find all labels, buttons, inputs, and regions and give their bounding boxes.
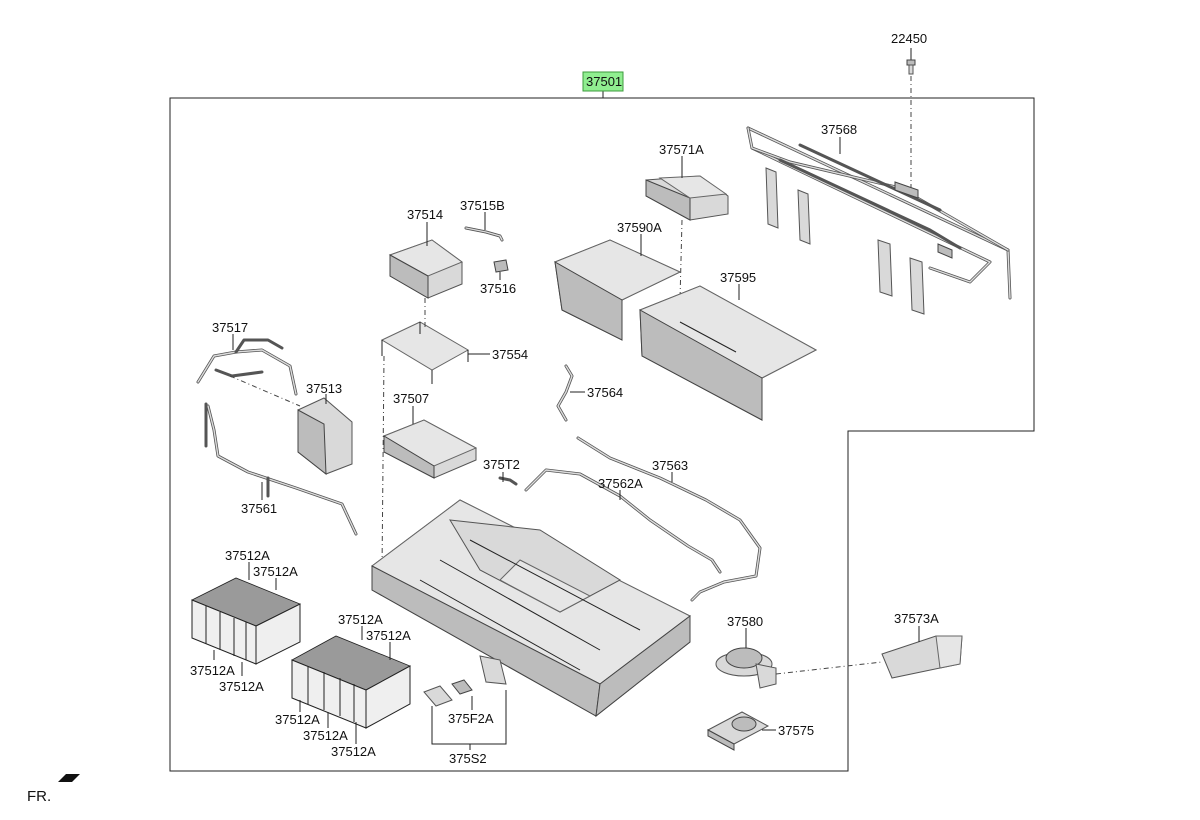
label-37512A-1[interactable]: 37512A bbox=[225, 548, 270, 563]
label-37512A-4[interactable]: 37512A bbox=[219, 679, 264, 694]
label-37590A[interactable]: 37590A bbox=[617, 220, 662, 235]
label-37568[interactable]: 37568 bbox=[821, 122, 857, 137]
label-37512A-7[interactable]: 37512A bbox=[275, 712, 320, 727]
part-37575 bbox=[706, 711, 770, 751]
part-37564-connector bbox=[556, 364, 574, 422]
part-37554-bracket bbox=[380, 321, 470, 384]
label-37571A[interactable]: 37571A bbox=[659, 142, 704, 157]
label-37562A[interactable]: 37562A bbox=[598, 476, 643, 491]
part-37562A-cable bbox=[524, 468, 722, 574]
label-37595[interactable]: 37595 bbox=[720, 270, 756, 285]
part-37515B bbox=[464, 226, 504, 242]
battery-tray bbox=[371, 499, 691, 718]
label-37563[interactable]: 37563 bbox=[652, 458, 688, 473]
part-37516 bbox=[493, 259, 509, 273]
label-37512A-8[interactable]: 37512A bbox=[303, 728, 348, 743]
part-37514-module bbox=[388, 239, 464, 299]
label-375S2[interactable]: 375S2 bbox=[449, 751, 487, 766]
label-37573A[interactable]: 37573A bbox=[894, 611, 939, 626]
front-direction-arrow-icon bbox=[58, 774, 80, 782]
part-37580 bbox=[715, 647, 777, 689]
label-37514[interactable]: 37514 bbox=[407, 207, 443, 222]
part-37568-frame bbox=[746, 126, 1012, 315]
part-37517-harness bbox=[196, 338, 298, 396]
label-37554[interactable]: 37554 bbox=[492, 347, 528, 362]
label-37512A-3[interactable]: 37512A bbox=[190, 663, 235, 678]
direction-label: FR. bbox=[27, 788, 51, 805]
label-37512A-2[interactable]: 37512A bbox=[253, 564, 298, 579]
part-37513-module bbox=[297, 397, 353, 476]
label-37512A-6[interactable]: 37512A bbox=[366, 628, 411, 643]
part-37573A-duct bbox=[881, 635, 963, 679]
label-37517[interactable]: 37517 bbox=[212, 320, 248, 335]
part-37561-harness bbox=[204, 402, 358, 536]
part-37563-cable bbox=[576, 436, 762, 602]
part-37507-module bbox=[382, 419, 478, 479]
label-37580[interactable]: 37580 bbox=[727, 614, 763, 629]
label-37513[interactable]: 37513 bbox=[306, 381, 342, 396]
cell-module-stack-b bbox=[291, 635, 411, 729]
label-22450[interactable]: 22450 bbox=[891, 31, 927, 46]
label-37512A-9[interactable]: 37512A bbox=[331, 744, 376, 759]
part-37590A-cover bbox=[553, 239, 682, 341]
label-37515B[interactable]: 37515B bbox=[460, 198, 505, 213]
label-37501[interactable]: 37501 bbox=[586, 74, 622, 89]
part-375S2 bbox=[423, 655, 507, 707]
part-37571A bbox=[645, 175, 729, 221]
label-37507[interactable]: 37507 bbox=[393, 391, 429, 406]
label-37575[interactable]: 37575 bbox=[778, 723, 814, 738]
label-37564[interactable]: 37564 bbox=[587, 385, 623, 400]
assembly-frame bbox=[169, 97, 1035, 772]
label-37512A-5[interactable]: 37512A bbox=[338, 612, 383, 627]
cell-module-stack-a bbox=[191, 577, 301, 665]
label-375F2A[interactable]: 375F2A bbox=[448, 711, 494, 726]
bolt-22450 bbox=[906, 59, 916, 75]
part-37595-cover bbox=[638, 285, 818, 421]
main-part-highlight bbox=[582, 71, 624, 92]
part-375T2 bbox=[498, 476, 518, 486]
label-375T2[interactable]: 375T2 bbox=[483, 457, 520, 472]
label-37516[interactable]: 37516 bbox=[480, 281, 516, 296]
label-37561[interactable]: 37561 bbox=[241, 501, 277, 516]
